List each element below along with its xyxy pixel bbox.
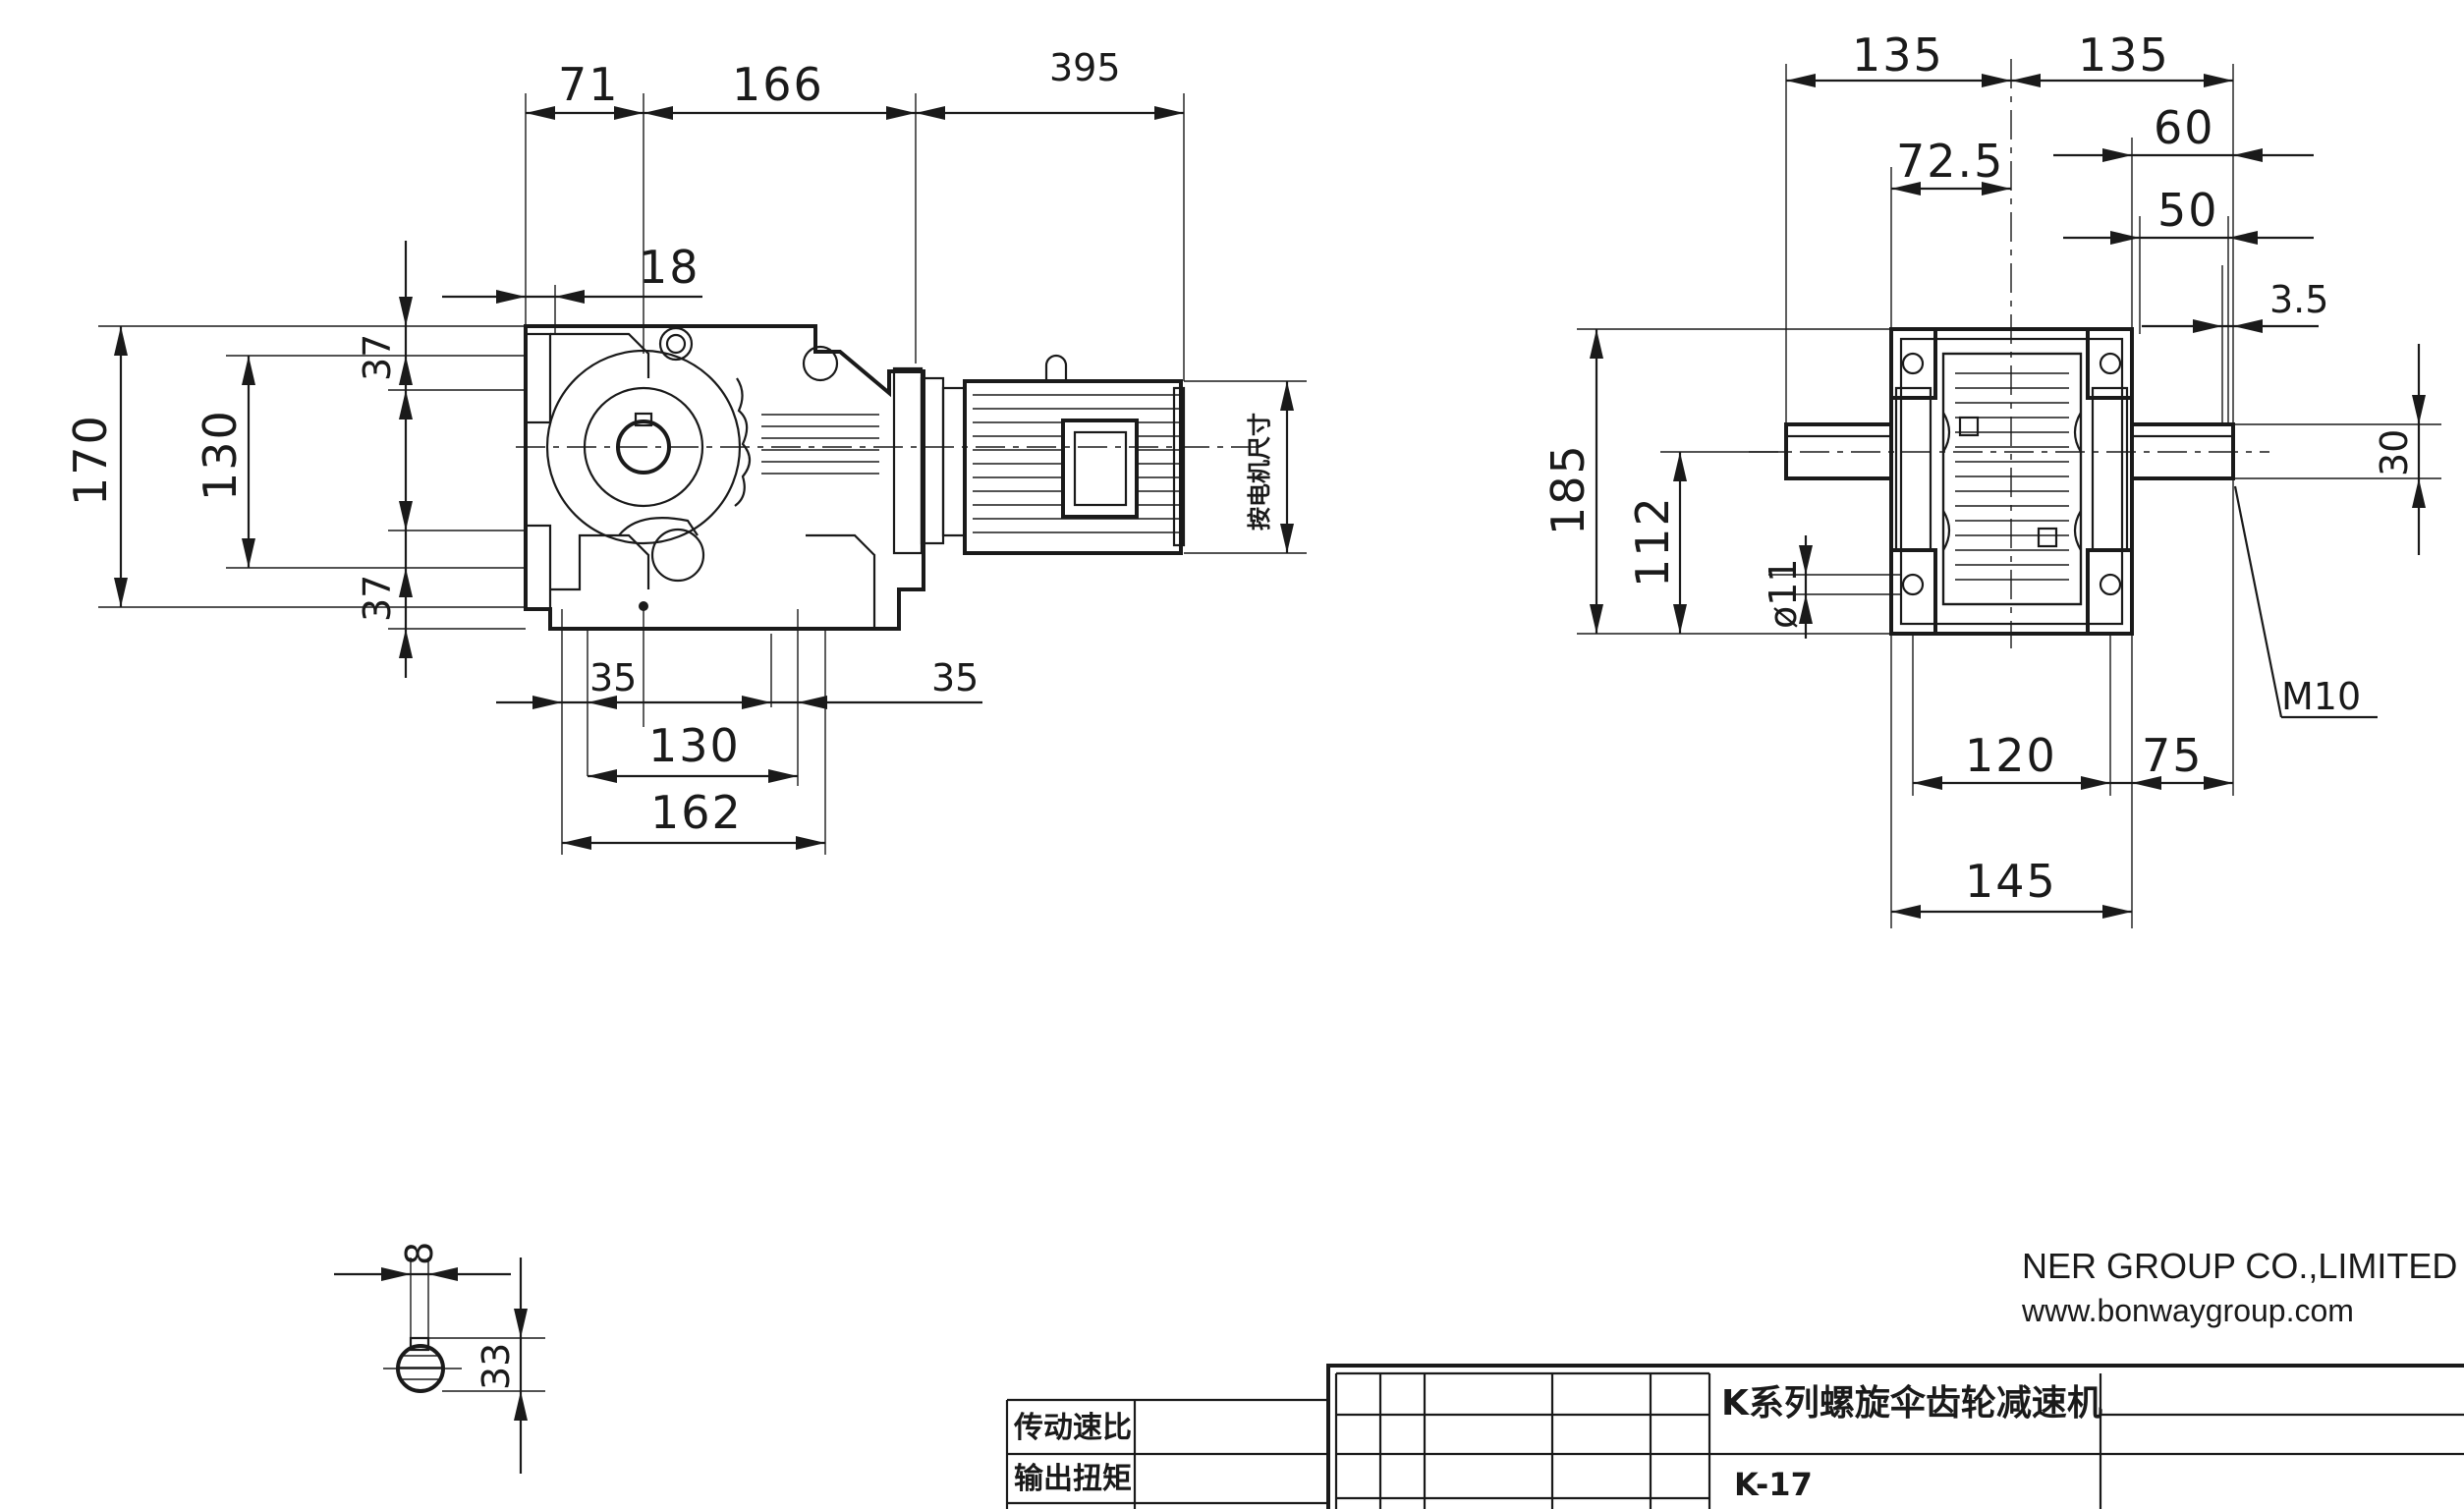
- front-view: 71 166 395 18 170 130 37 37: [64, 46, 1307, 855]
- shaft-height-33: 33: [475, 1343, 518, 1390]
- dim-135-right: 135: [2078, 28, 2170, 82]
- dim-30: 30: [2373, 429, 2416, 476]
- dim-71: 71: [558, 58, 620, 111]
- dim-50: 50: [2157, 184, 2219, 237]
- dim-60: 60: [2154, 101, 2215, 154]
- dim-130-bottom: 130: [648, 719, 741, 772]
- dim-37-top: 37: [356, 334, 399, 381]
- dim-166: 166: [732, 58, 824, 111]
- motor-size-note: 按电机尺寸: [1246, 413, 1273, 531]
- row-transmission-ratio: 传动速比: [1013, 1411, 1132, 1445]
- dim-395: 395: [1049, 46, 1121, 89]
- dim-130-vertical: 130: [194, 409, 247, 501]
- dim-72-5: 72.5: [1896, 135, 2004, 188]
- dim-37-bottom: 37: [356, 575, 399, 622]
- shaft-section: 8 33: [334, 1242, 545, 1474]
- dim-hole-11: ø11: [1762, 558, 1805, 629]
- dim-35-left: 35: [589, 656, 637, 699]
- drawing-title: K系列螺旋伞齿轮减速机: [1721, 1383, 2102, 1424]
- company-info: NER GROUP CO.,LIMITED www.bonwaygroup.co…: [2022, 1246, 2457, 1329]
- dim-162: 162: [650, 786, 743, 839]
- dim-135-left: 135: [1852, 28, 1944, 82]
- dim-145: 145: [1965, 855, 2057, 908]
- dim-75: 75: [2142, 729, 2204, 782]
- dim-170: 170: [64, 414, 117, 506]
- company-url[interactable]: www.bonwaygroup.com: [2022, 1293, 2354, 1328]
- side-view: 135 135 72.5 60 50 3.5 30: [1541, 28, 2441, 928]
- key-width-8: 8: [398, 1242, 441, 1265]
- thread-m10: M10: [2281, 675, 2361, 718]
- dim-112: 112: [1626, 495, 1679, 587]
- dim-3-5: 3.5: [2269, 278, 2328, 321]
- row-output-torque: 输出扭矩: [1014, 1462, 1132, 1496]
- dim-35-right: 35: [931, 656, 979, 699]
- dim-120: 120: [1965, 729, 2057, 782]
- company-name: NER GROUP CO.,LIMITED: [2022, 1246, 2458, 1286]
- dim-185: 185: [1541, 443, 1595, 535]
- model-number: K-17: [1734, 1466, 1813, 1503]
- title-block: 传动速比 输出扭矩 K系列螺旋伞齿轮减速机 K-17: [1005, 1364, 2464, 1509]
- dim-18: 18: [639, 241, 700, 294]
